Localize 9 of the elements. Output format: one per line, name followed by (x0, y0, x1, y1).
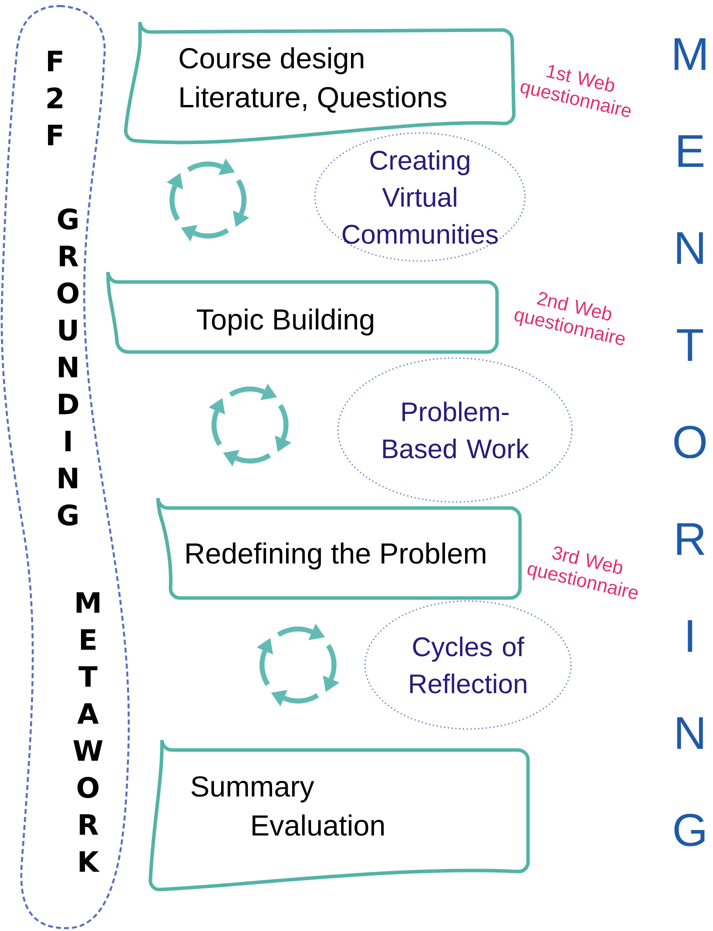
dotted-oval: Creating Virtual Communities (314, 132, 526, 262)
vertical-word: MENTORING (674, 38, 706, 846)
process-box: Redefining the Problem (156, 496, 522, 600)
process-box: Course design Literature, Questions (124, 20, 516, 144)
process-box: Topic Building (106, 270, 499, 354)
dotted-oval: Problem-Based Work (337, 357, 573, 503)
dashed-band: F2F GROUNDING METAWORK (0, 5, 130, 929)
dotted-oval: Cycles of Reflection (364, 600, 572, 730)
process-box: Summary Evaluation (148, 738, 530, 892)
